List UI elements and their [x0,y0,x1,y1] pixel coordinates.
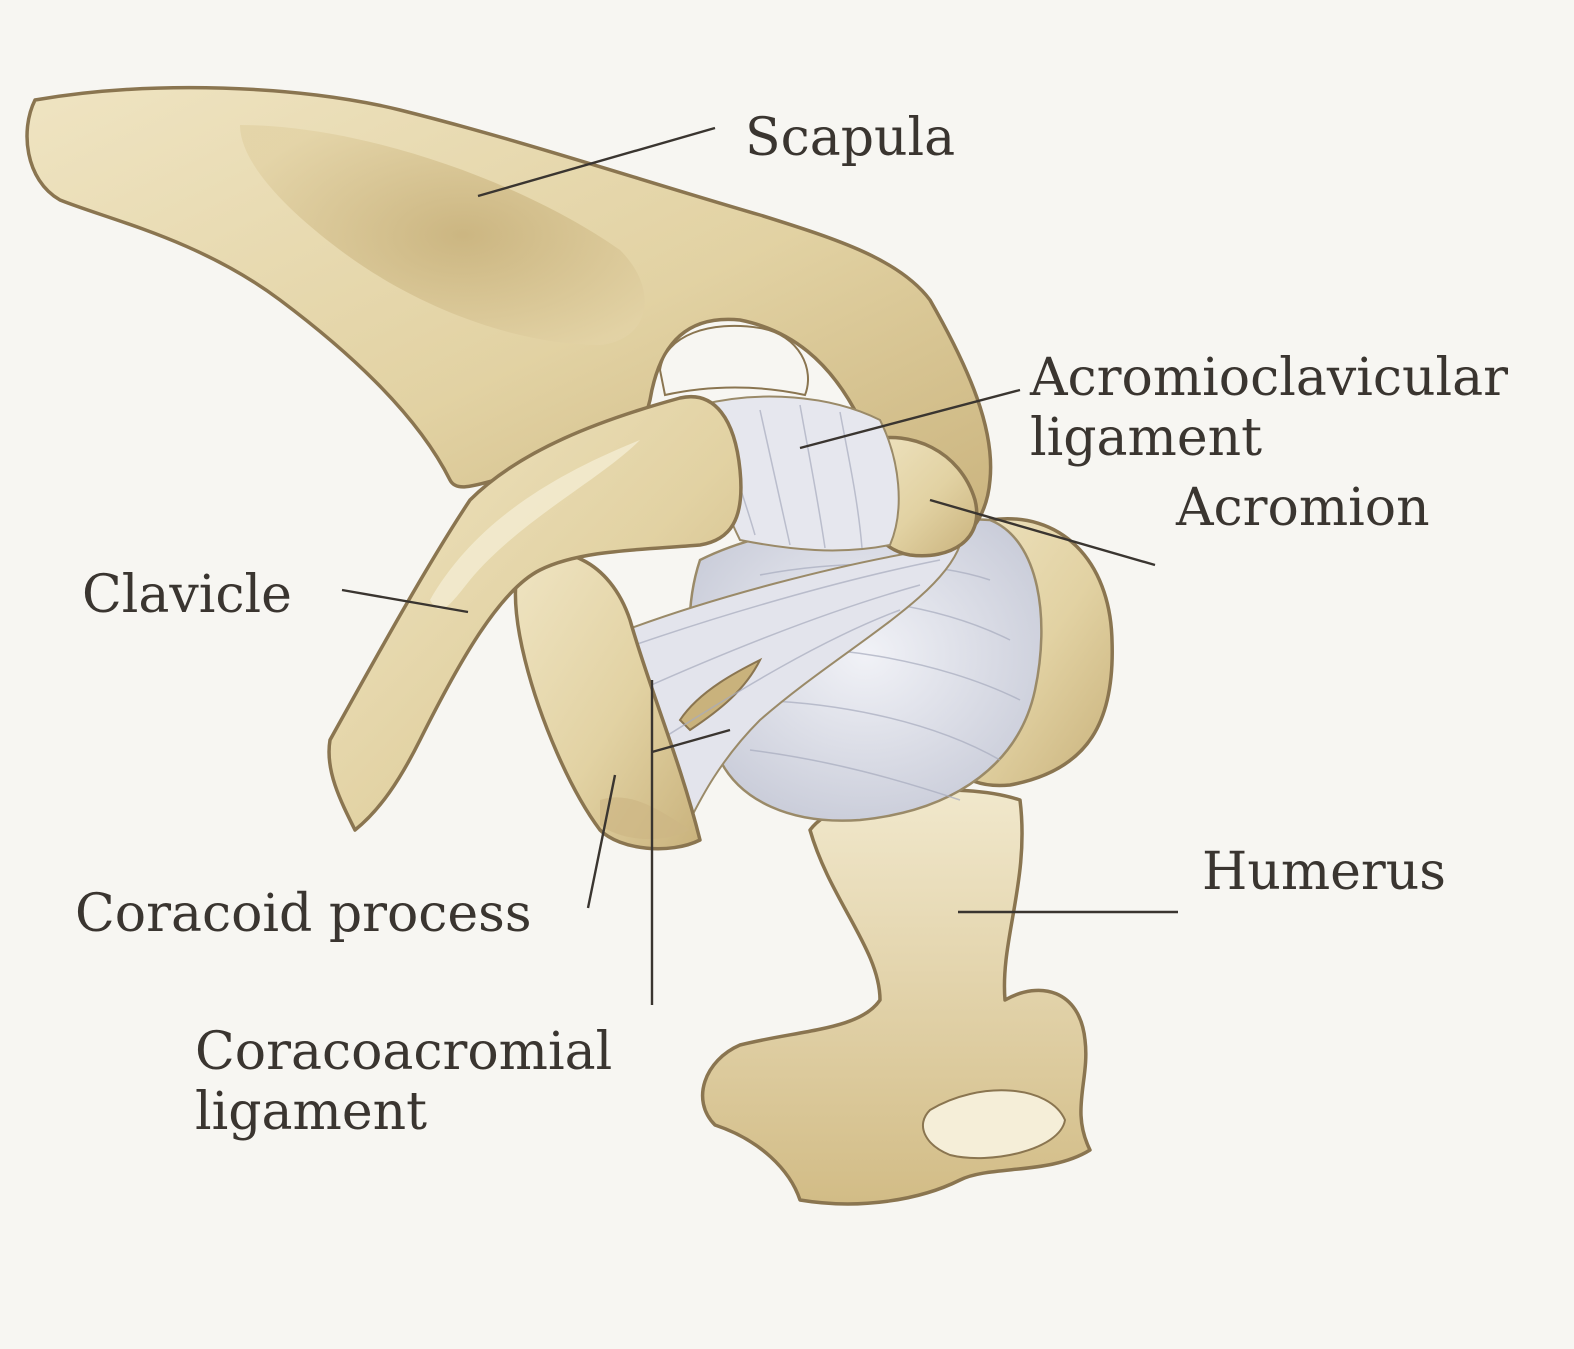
leader-acromioclavicular [799,388,1021,450]
label-clavicle: Clavicle [82,565,292,625]
label-acromioclavicular-ligament: Acromioclavicular ligament [1030,348,1508,468]
humerus-condyle [921,1089,1067,1159]
coracoid-shadow [600,797,690,840]
label-coracoacromial-line1: Coracoacromial [195,1022,613,1082]
label-coracoid-process-text: Coracoid process [75,884,532,944]
label-acromion: Acromion [1176,478,1430,538]
coracoid-process [513,550,702,851]
scapula-fossa [240,125,645,345]
label-acromioclavicular-line1: Acromioclavicular [1030,348,1508,408]
scapula-window [658,324,809,397]
label-humerus-text: Humerus [1202,842,1446,902]
clavicle-bone [327,395,743,832]
clavicle-highlight [430,440,640,610]
ca-ligament-fibres [619,559,941,741]
label-scapula: Scapula [745,108,955,168]
label-humerus: Humerus [1202,842,1446,902]
label-coracoacromial-ligament: Coracoacromial ligament [195,1022,612,1142]
label-coracoacromial-line2: ligament [195,1082,428,1142]
leader-coracoid [586,774,617,909]
label-acromioclavicular-line2: ligament [1030,408,1263,468]
leader-scapula [477,126,716,198]
leader-coracoacromial-branch [651,728,731,754]
label-coracoid-process: Coracoid process [75,884,532,944]
ligament-slit [678,657,763,732]
leader-acromion [929,498,1156,567]
label-scapula-text: Scapula [745,108,956,168]
label-acromion-text: Acromion [1176,478,1430,538]
label-clavicle-text: Clavicle [82,565,292,625]
leader-clavicle [341,588,469,614]
